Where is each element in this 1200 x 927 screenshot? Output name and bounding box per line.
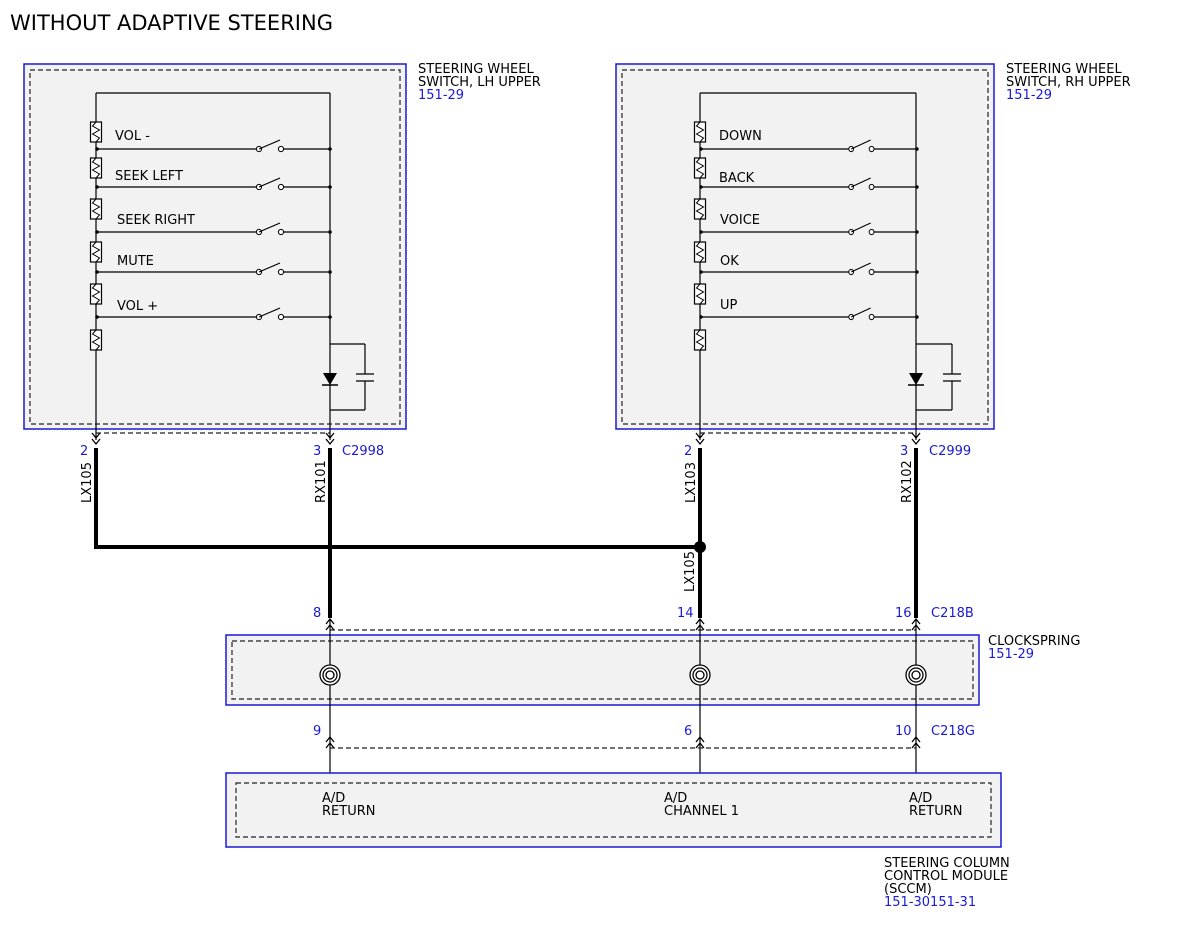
diagram-title: WITHOUT ADAPTIVE STEERING: [10, 11, 333, 35]
rh-switch-name-line1: STEERING WHEEL: [1006, 62, 1122, 77]
sccm-pin-1-line2: RETURN: [322, 804, 375, 819]
c2999-connector-label: C2999: [929, 444, 971, 459]
clockspring-name: CLOCKSPRING: [988, 634, 1080, 649]
c218b-pin-8-label: 8: [313, 606, 321, 621]
c218g-pin-10-label: 10: [895, 724, 912, 739]
wire-label-lx105: LX105: [80, 462, 95, 503]
wire-label-rx102: RX102: [900, 460, 915, 503]
sccm-pin-2-line1: A/D: [664, 791, 687, 806]
clockspring-coil-2-icon: [689, 664, 711, 686]
sccm-pin-3-line1: A/D: [909, 791, 932, 806]
harness-wires: [94, 448, 918, 618]
lh-button-seek-left: SEEK LEFT: [115, 169, 183, 184]
rh-switch-name-line2: SWITCH, RH UPPER: [1006, 75, 1131, 90]
clockspring-ref: 151-29: [988, 647, 1034, 662]
clockspring: CLOCKSPRING 151-29: [225, 620, 1080, 783]
rh-diode-icon: [909, 373, 923, 385]
c218b-pin-16-label: 16: [895, 606, 912, 621]
rh-switch: DOWN BACK VOICE OK UP STEERING WHEEL SWI…: [615, 62, 1131, 440]
c2999-pin-2-label: 2: [684, 444, 692, 459]
clockspring-coil-3-icon: [905, 664, 927, 686]
rh-button-ok: OK: [720, 254, 739, 269]
sccm-name-line2: CONTROL MODULE: [884, 869, 1008, 884]
lh-button-mute: MUTE: [117, 254, 154, 269]
wire-label-rx101: RX101: [314, 460, 329, 503]
rh-button-voice: VOICE: [720, 213, 760, 228]
c218b-connector-label: C218B: [931, 606, 974, 621]
rh-button-down: DOWN: [719, 129, 762, 144]
lh-switch-ref: 151-29: [418, 88, 464, 103]
sccm-name-line3: (SCCM): [884, 882, 932, 897]
c218b-pin-14-label: 14: [677, 606, 694, 621]
rh-button-back: BACK: [719, 171, 755, 186]
clockspring-coil-1-icon: [319, 664, 341, 686]
lh-switch: VOL - SEEK LEFT SEEK RIGHT MUTE VOL + ST…: [23, 62, 541, 440]
rh-button-up: UP: [720, 298, 738, 313]
sccm-ref: 151-30151-31: [884, 895, 976, 910]
c218g-pin-9-label: 9: [313, 724, 321, 739]
c218g-connector-label: C218G: [931, 724, 975, 739]
c2998-pin-3-label: 3: [313, 444, 321, 459]
wire-label-lx105-splice: LX105: [683, 551, 698, 592]
lh-button-seek-right: SEEK RIGHT: [117, 213, 195, 228]
lh-switch-name-line1: STEERING WHEEL: [418, 62, 534, 77]
c2998-connector-label: C2998: [342, 444, 384, 459]
sccm-pin-3-line2: RETURN: [909, 804, 962, 819]
lh-button-vol-minus: VOL -: [115, 129, 150, 144]
rh-switch-ref: 151-29: [1006, 88, 1052, 103]
wire-label-lx103: LX103: [684, 462, 699, 503]
c2998-pin-2-label: 2: [80, 444, 88, 459]
lh-switch-name-line2: SWITCH, LH UPPER: [418, 75, 541, 90]
sccm-module: A/D RETURN A/D CHANNEL 1 A/D RETURN STEE…: [225, 772, 1010, 910]
sccm-name-line1: STEERING COLUMN: [884, 856, 1010, 871]
c2999-pin-3-label: 3: [900, 444, 908, 459]
c218g-pin-6-label: 6: [684, 724, 692, 739]
splice-node-icon: [694, 541, 706, 553]
lh-button-vol-plus: VOL +: [117, 299, 158, 314]
sccm-pin-2-line2: CHANNEL 1: [664, 804, 739, 819]
sccm-pin-1-line1: A/D: [322, 791, 345, 806]
lh-diode-icon: [323, 373, 337, 385]
